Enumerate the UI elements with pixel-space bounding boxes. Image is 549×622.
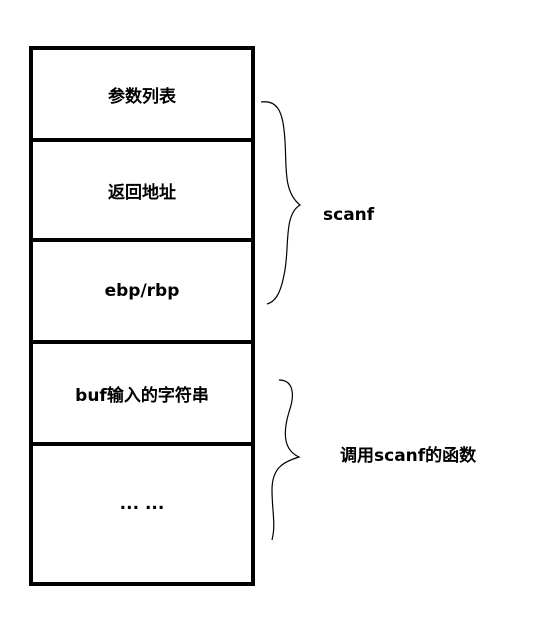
stack-cell-return-address: 返回地址: [33, 142, 251, 238]
scanf-frame-label: scanf: [323, 205, 375, 225]
stack-divider: [33, 442, 251, 446]
top-curly-brace-icon: [260, 101, 302, 305]
stack-cell-return-address-label: 返回地址: [108, 182, 176, 203]
stack-divider: [33, 238, 251, 242]
caller-frame-label: 调用scanf的函数: [340, 446, 477, 466]
stack-cell-buf-label: buf输入的字符串: [75, 385, 209, 406]
stack-diagram: 参数列表 返回地址 ebp/rbp buf输入的字符串 ... ...: [29, 46, 255, 586]
stack-cell-ebp-label: ebp/rbp: [104, 281, 180, 301]
bottom-curly-brace-icon: [271, 379, 301, 541]
stack-cell-ebp: ebp/rbp: [33, 242, 251, 340]
stack-divider: [33, 138, 251, 142]
stack-cell-more: ... ...: [33, 446, 251, 564]
stack-cell-more-label: ... ...: [119, 494, 165, 514]
stack-cell-params: 参数列表: [33, 50, 251, 138]
stack-cell-params-label: 参数列表: [108, 86, 176, 107]
stack-cell-buf: buf输入的字符串: [33, 344, 251, 442]
stack-divider: [33, 340, 251, 344]
